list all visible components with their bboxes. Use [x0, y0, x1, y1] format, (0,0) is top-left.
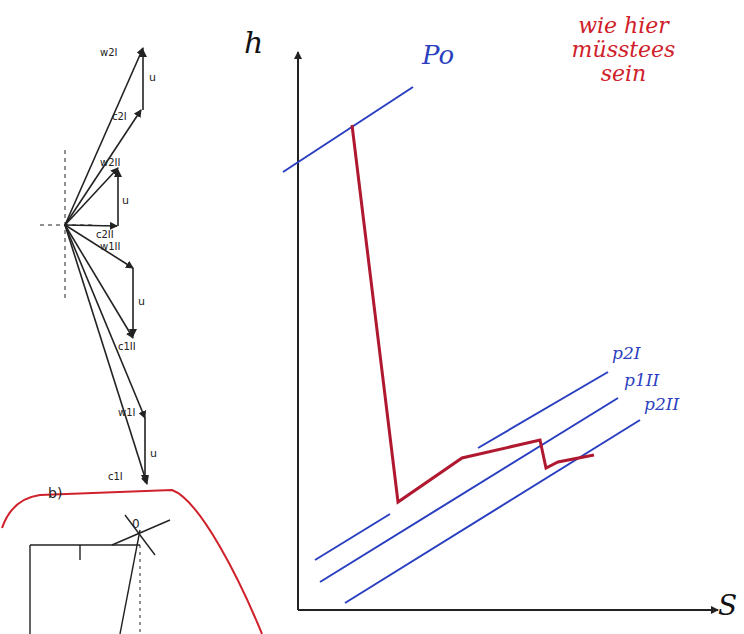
- vector-label: w2II: [100, 158, 120, 168]
- vector-label: u: [150, 448, 157, 459]
- axis-label: h: [244, 28, 263, 58]
- vector-label: u: [149, 72, 156, 83]
- figure-label: b): [48, 486, 62, 500]
- vector-label: c1II: [118, 342, 136, 352]
- pressure-label: p2I: [612, 345, 640, 362]
- vector-label: u: [122, 195, 129, 206]
- vector-label: c2II: [96, 230, 114, 240]
- hs-axes: [298, 52, 718, 610]
- vector-label: c2I: [112, 112, 127, 122]
- vector-label: c1I: [108, 472, 123, 482]
- pressure-label: p1II: [624, 372, 659, 389]
- pressure-label: Po: [422, 42, 454, 68]
- isobars: [283, 87, 640, 603]
- partial-figure: [30, 515, 170, 634]
- vector-label: u: [138, 296, 145, 307]
- vector-label: w2I: [100, 48, 118, 58]
- vector-label: w1II: [100, 242, 120, 252]
- handwritten-note: wie hier müsstees sein: [556, 14, 691, 87]
- red-outline: [2, 490, 262, 634]
- velocity-triangles: [40, 48, 147, 484]
- vector-label: w1I: [118, 408, 136, 418]
- expansion-line: [352, 125, 594, 502]
- pressure-label: p2II: [644, 396, 679, 413]
- axis-label: S: [718, 592, 737, 620]
- point-label: 0: [132, 518, 140, 530]
